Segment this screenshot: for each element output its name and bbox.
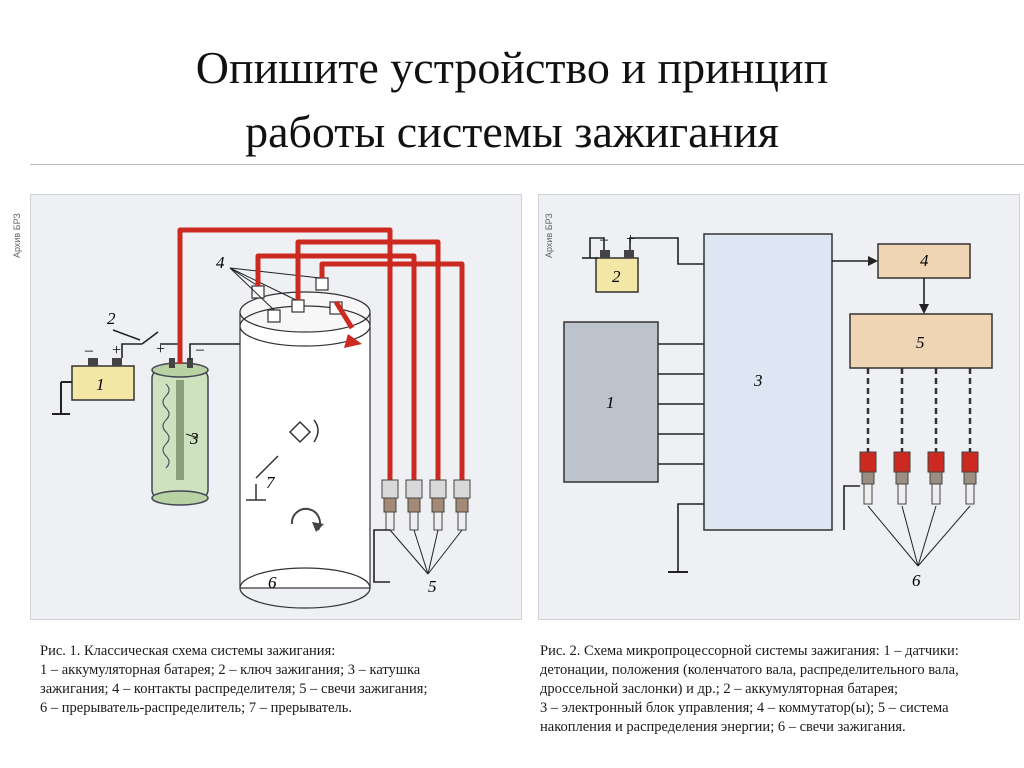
battery-1 bbox=[61, 358, 135, 401]
figure-1-caption-line: 1 – аккумуляторная батарея; 2 – ключ заж… bbox=[40, 662, 421, 678]
ignition-coil-3 bbox=[151, 358, 209, 506]
callout-6-spark-plugs: 6 bbox=[912, 571, 921, 590]
plugs-ground-wire bbox=[373, 529, 390, 583]
callout-2-ignition-key: 2 bbox=[107, 309, 116, 328]
callout-4-commutator: 4 bbox=[920, 251, 929, 270]
coil-minus-sign: – bbox=[195, 341, 205, 358]
distributor-6 bbox=[239, 291, 371, 609]
figure-2-caption-line: накопления и распределения энергии; 6 – … bbox=[540, 719, 906, 735]
battery-plus-sign: + bbox=[112, 342, 121, 359]
figure-1-caption: Рис. 1. Классическая схема системы зажиг… bbox=[40, 642, 530, 718]
plugs-ground-wire-right bbox=[843, 485, 860, 530]
microprocessor-ignition-diagram: – + 2 1 3 4 5 bbox=[563, 231, 993, 590]
callout-3-ecu: 3 bbox=[753, 371, 763, 390]
figure-1-caption-line: Рис. 1. Классическая схема системы зажиг… bbox=[40, 643, 336, 659]
figure-1-caption-line: зажигания; 4 – контакты распределителя; … bbox=[40, 681, 428, 697]
slide-title-line-2: работы системы зажигания bbox=[245, 106, 779, 157]
ignition-key-2 bbox=[112, 329, 180, 358]
sensors-1 bbox=[563, 321, 659, 483]
figure-1-caption-line: 6 – прерыватель-распределитель; 7 – прер… bbox=[40, 700, 352, 716]
callout-3-coil: 3 bbox=[189, 429, 199, 448]
callout-6-distributor: 6 bbox=[268, 573, 277, 592]
callout-5-spark-plugs: 5 bbox=[428, 577, 437, 596]
classic-ignition-diagram: – + 1 2 + – 3 7 bbox=[52, 227, 471, 609]
ground-symbol-battery bbox=[52, 382, 70, 415]
ecu-3 bbox=[703, 233, 833, 531]
callout-7-breaker: 7 bbox=[266, 473, 276, 492]
coil-plus-sign: + bbox=[156, 341, 165, 358]
spark-plugs-5 bbox=[381, 479, 471, 531]
callout-5-energy-system: 5 bbox=[916, 333, 925, 352]
spark-plugs-6 bbox=[859, 451, 979, 505]
figure-2-caption: Рис. 2. Схема микропроцессорной системы … bbox=[540, 642, 1024, 737]
title-divider bbox=[30, 164, 1024, 165]
left-figure-archive-label: Архив БРЗ bbox=[12, 213, 22, 258]
rotor-arrow bbox=[344, 334, 362, 348]
battery-minus-sign: – bbox=[84, 342, 94, 359]
callout-1-sensors: 1 bbox=[606, 393, 615, 412]
figure-2-caption-line: дроссельной заслонки) и др.; 2 – аккумул… bbox=[540, 681, 899, 697]
breaker-7 bbox=[246, 419, 319, 501]
callout-1-battery: 1 bbox=[96, 375, 105, 394]
figure-2-caption-line: Рис. 2. Схема микропроцессорной системы … bbox=[540, 643, 959, 659]
figure-2-caption-line: 3 – электронный блок управления; 4 – ком… bbox=[540, 700, 949, 716]
high-tension-wires bbox=[177, 227, 465, 484]
callout-4-contacts: 4 bbox=[216, 253, 225, 272]
figure-2-caption-line: детонации, положения (коленчатого вала, … bbox=[540, 662, 959, 678]
battery-2 bbox=[595, 250, 639, 293]
slide-title-line-1: Опишите устройство и принцип bbox=[195, 42, 829, 93]
energy-distribution-5 bbox=[849, 313, 993, 369]
callout-2-battery: 2 bbox=[612, 267, 621, 286]
ecu-ground-wire bbox=[677, 503, 704, 572]
